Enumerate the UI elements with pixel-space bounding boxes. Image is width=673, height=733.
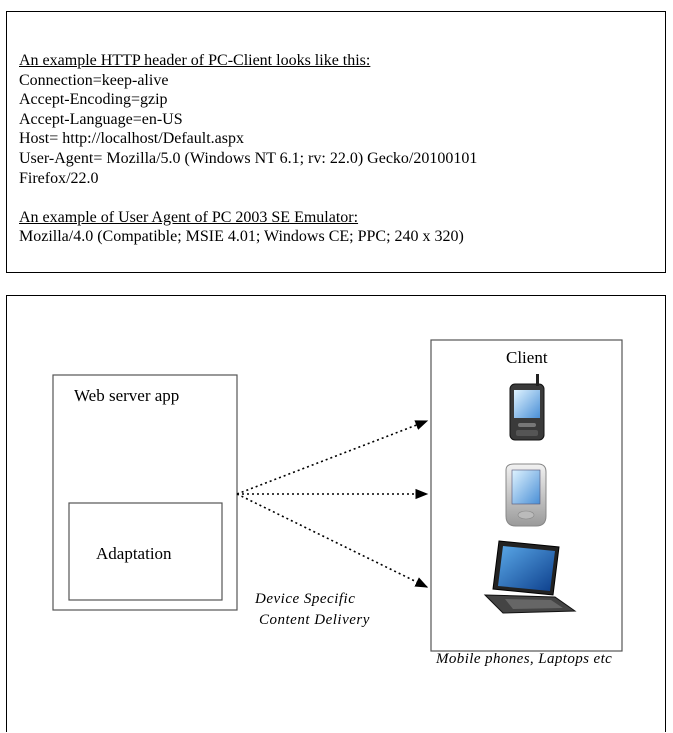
- header-line-host: Host= http://localhost/Default.aspx: [19, 130, 244, 148]
- spacer: [19, 188, 657, 208]
- header-line-accept-language: Accept-Language=en-US: [19, 110, 183, 128]
- devices-caption: Mobile phones, Laptops etc: [436, 651, 613, 667]
- delivery-label-line2: Content Delivery: [259, 612, 370, 628]
- header-line-user-agent-cont: Firefox/22.0: [19, 169, 99, 187]
- user-agent-example: Mozilla/4.0 (Compatible; MSIE 4.01; Wind…: [19, 228, 464, 246]
- delivery-arrows: [236, 420, 429, 588]
- web-server-app-label: Web server app: [74, 386, 180, 405]
- http-header-text: An example HTTP header of PC-Client look…: [19, 51, 657, 247]
- client-label: Client: [506, 348, 548, 367]
- figure-drawing: [52, 339, 623, 652]
- adaptation-label: Adaptation: [96, 544, 172, 563]
- header-line-accept-encoding: Accept-Encoding=gzip: [19, 91, 168, 109]
- architecture-figure: Web server app Adaptation Client Device …: [6, 295, 666, 732]
- header-line-connection: Connection=keep-alive: [19, 71, 169, 89]
- arrow-to-laptop: [236, 493, 429, 588]
- adaptation-box: [68, 502, 223, 601]
- pda-phone-icon: [509, 374, 545, 441]
- pocket-pc-icon: [505, 463, 547, 527]
- laptop-icon: [483, 540, 577, 614]
- delivery-label-line1: Device Specific: [255, 591, 356, 607]
- http-header-heading: An example HTTP header of PC-Client look…: [19, 52, 371, 69]
- user-agent-heading: An example of User Agent of PC 2003 SE E…: [19, 208, 359, 226]
- http-header-example-box: An example HTTP header of PC-Client look…: [6, 11, 666, 273]
- arrow-to-phone: [236, 420, 429, 495]
- header-line-user-agent: User-Agent= Mozilla/5.0 (Windows NT 6.1;…: [19, 149, 478, 167]
